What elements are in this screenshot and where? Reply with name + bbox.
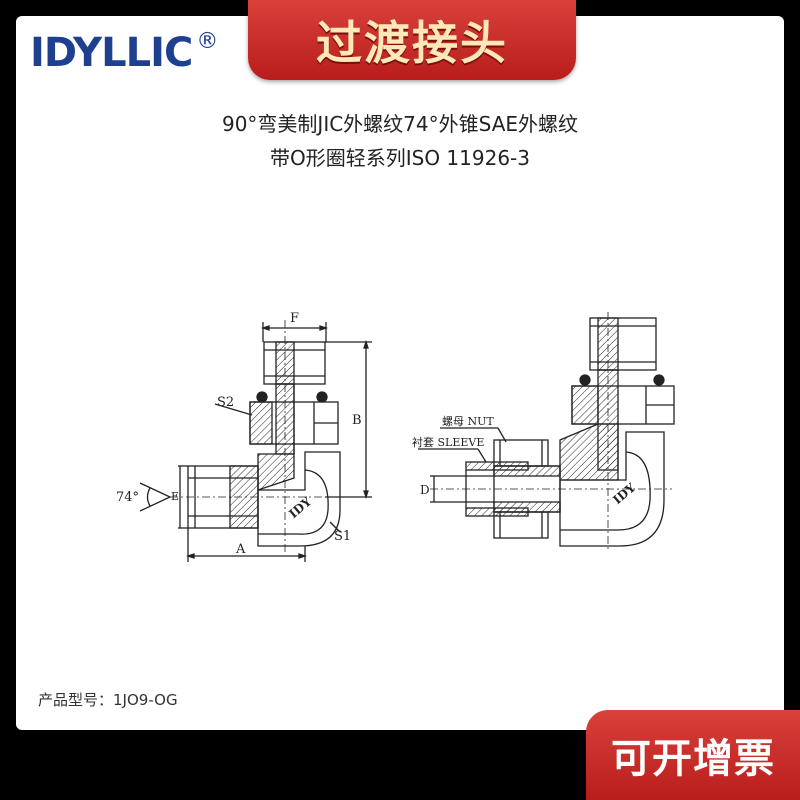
subtitle-line-2: 带O形圈轻系列ISO 11926-3 [270, 146, 530, 170]
logo-mark-right: IDY [610, 480, 638, 507]
label-sleeve: 衬套 SLEEVE [412, 436, 484, 449]
logo-mark-left: IDY [286, 494, 314, 521]
brand-logo: IDYLLIC ® [30, 28, 218, 78]
label-angle: 74° [116, 490, 139, 505]
right-fitting-view [418, 312, 675, 552]
label-S2: S2 [217, 395, 234, 410]
label-F: F [290, 311, 299, 326]
brand-name: IDYLLIC [30, 30, 193, 76]
left-fitting-view [139, 320, 372, 562]
label-nut: 螺母 NUT [442, 415, 494, 428]
label-E: E [171, 490, 179, 503]
label-A: A [235, 542, 246, 557]
label-B: B [352, 413, 362, 428]
label-S1: S1 [334, 529, 351, 544]
product-model: 产品型号：1JO9-OG [38, 691, 178, 709]
banner-title: 过渡接头 [316, 16, 508, 70]
content-card [16, 16, 784, 730]
title-banner: 过渡接头 [248, 0, 576, 80]
label-D: D [420, 483, 430, 497]
invoice-banner: 可开增票 [586, 710, 800, 800]
registered-mark: ® [196, 29, 219, 54]
invoice-text: 可开增票 [611, 736, 775, 782]
subtitle-line-1: 90°弯美制JIC外螺纹74°外锥SAE外螺纹 [221, 112, 579, 136]
